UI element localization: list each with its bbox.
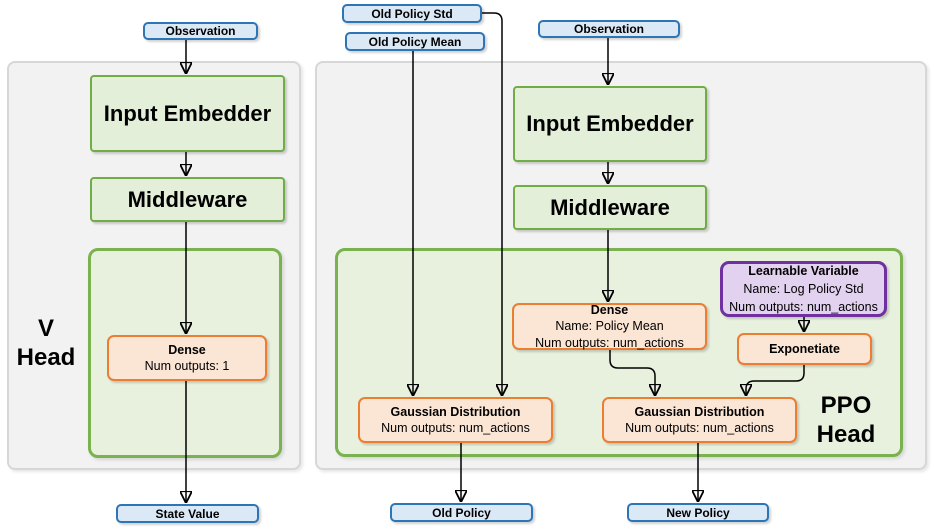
node-dense-ppo-outputs: Num outputs: num_actions bbox=[535, 335, 684, 350]
node-state-value: State Value bbox=[116, 504, 259, 523]
node-learnable-variable: Learnable Variable Name: Log Policy Std … bbox=[720, 261, 887, 317]
node-observation-ppo: Observation bbox=[538, 20, 680, 38]
node-dense-v-outputs: Num outputs: 1 bbox=[144, 359, 230, 373]
node-gaussian-distribution-new: Gaussian Distribution Num outputs: num_a… bbox=[602, 397, 797, 443]
node-gaussian-new-outputs: Num outputs: num_actions bbox=[625, 421, 774, 435]
ppo-head-title: PPO Head bbox=[803, 391, 889, 450]
node-learnable-variable-title: Learnable Variable bbox=[748, 263, 859, 278]
node-middleware-ppo: Middleware bbox=[513, 185, 707, 230]
node-dense-ppo-name: Name: Policy Mean bbox=[555, 319, 664, 334]
node-learnable-variable-outputs: Num outputs: num_actions bbox=[729, 300, 878, 315]
node-dense-ppo: Dense Name: Policy Mean Num outputs: num… bbox=[512, 303, 707, 350]
v-head-title-line1: V bbox=[37, 315, 54, 342]
node-old-policy-std-label: Old Policy Std bbox=[371, 6, 453, 21]
node-old-policy-mean: Old Policy Mean bbox=[345, 32, 485, 51]
node-input-embedder-v-label: Input Embedder bbox=[103, 100, 272, 126]
node-dense-v-title: Dense bbox=[168, 342, 206, 357]
node-new-policy: New Policy bbox=[627, 503, 769, 522]
node-observation-v: Observation bbox=[143, 22, 258, 40]
node-middleware-ppo-label: Middleware bbox=[550, 194, 670, 220]
node-observation-v-label: Observation bbox=[165, 24, 236, 38]
node-input-embedder-v: Input Embedder bbox=[90, 75, 285, 152]
node-exponetiate-label: Exponetiate bbox=[769, 341, 840, 356]
ppo-head-title-line2: Head bbox=[816, 421, 876, 449]
node-input-embedder-ppo: Input Embedder bbox=[513, 86, 707, 162]
node-gaussian-old-title: Gaussian Distribution bbox=[390, 404, 521, 419]
node-old-policy: Old Policy bbox=[390, 503, 533, 522]
v-head-title-line2: Head bbox=[16, 344, 76, 372]
node-observation-ppo-label: Observation bbox=[573, 22, 645, 36]
node-dense-v: Dense Num outputs: 1 bbox=[107, 335, 267, 381]
node-gaussian-new-title: Gaussian Distribution bbox=[634, 404, 765, 419]
node-old-policy-std: Old Policy Std bbox=[342, 4, 482, 23]
node-input-embedder-ppo-label: Input Embedder bbox=[526, 111, 694, 136]
node-middleware-v: Middleware bbox=[90, 177, 285, 222]
node-middleware-v-label: Middleware bbox=[127, 186, 248, 212]
node-dense-ppo-title: Dense bbox=[590, 303, 629, 318]
node-old-policy-mean-label: Old Policy Mean bbox=[368, 34, 462, 49]
node-exponetiate: Exponetiate bbox=[737, 333, 872, 365]
node-learnable-variable-name: Name: Log Policy Std bbox=[743, 281, 864, 296]
node-new-policy-label: New Policy bbox=[666, 505, 730, 520]
v-head-title: V Head bbox=[6, 314, 86, 373]
node-old-policy-label: Old Policy bbox=[432, 505, 491, 520]
ppo-head-title-line1: PPO bbox=[820, 392, 872, 419]
node-gaussian-old-outputs: Num outputs: num_actions bbox=[381, 421, 530, 435]
node-state-value-label: State Value bbox=[155, 506, 220, 521]
node-gaussian-distribution-old: Gaussian Distribution Num outputs: num_a… bbox=[358, 397, 553, 443]
